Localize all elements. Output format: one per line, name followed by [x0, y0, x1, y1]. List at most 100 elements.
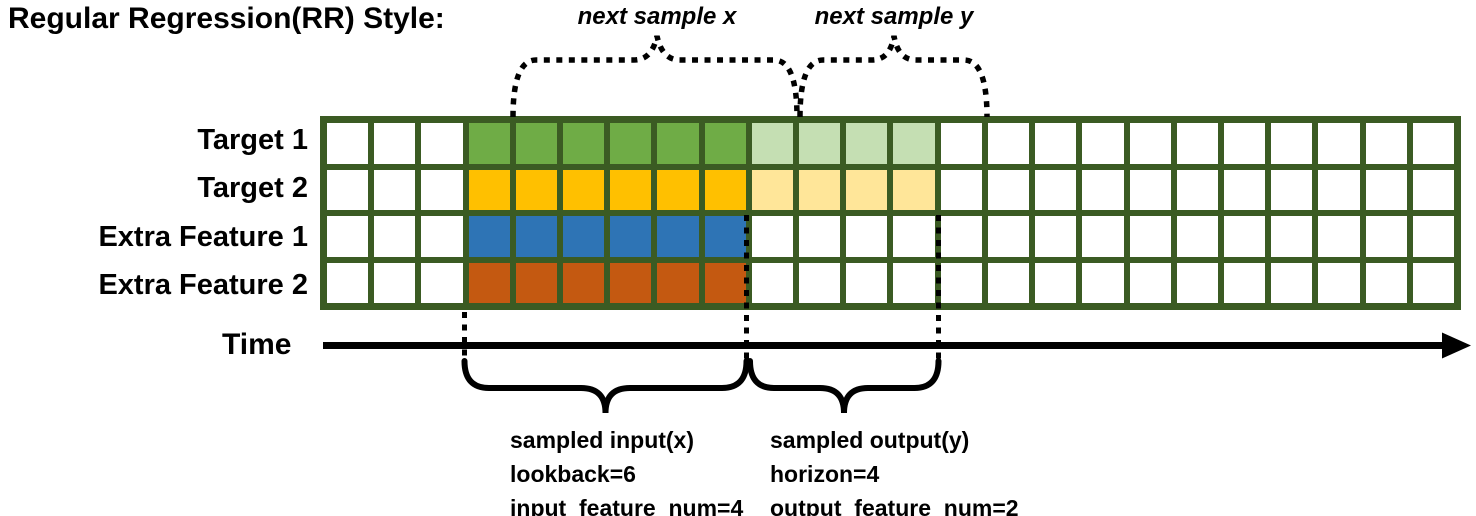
grid-cell [704, 216, 746, 257]
grid-cell [751, 123, 794, 164]
input-feature-num-line: input_feature_num=4 [510, 495, 744, 516]
grid-cell [1176, 262, 1218, 303]
grid-cell [940, 169, 982, 210]
sampled-input-annotation: sampled input(x) lookback=6 input_featur… [510, 423, 743, 516]
next-sample-y-brace [797, 35, 990, 118]
grid-cell [1271, 123, 1313, 164]
grid-cell [657, 262, 699, 303]
sampled-input-line: sampled input(x) [510, 427, 695, 453]
grid-cell [940, 123, 982, 164]
grid-cell [751, 169, 794, 210]
grid-cell [515, 216, 558, 257]
grid-cell [1082, 123, 1124, 164]
grid-cell [987, 169, 1030, 210]
grid-cell [421, 123, 463, 164]
grid-cell [1271, 169, 1313, 210]
grid-cell [846, 123, 888, 164]
grid-cell [1223, 216, 1266, 257]
grid-cell [515, 169, 558, 210]
time-axis-arrowhead [1442, 332, 1471, 359]
grid-cell [657, 216, 699, 257]
grid-cell [468, 216, 510, 257]
grid-cell [846, 169, 888, 210]
grid-cell [799, 216, 841, 257]
next-sample-x-label: next sample x [577, 3, 737, 30]
grid-cell [563, 123, 605, 164]
grid-cell [468, 123, 510, 164]
grid-cell [799, 262, 841, 303]
sampled-output-annotation: sampled output(y) horizon=4 output_featu… [770, 423, 1019, 516]
diagram-title: Regular Regression(RR) Style: [8, 2, 445, 35]
grid-cell [846, 262, 888, 303]
grid-cell [1271, 262, 1313, 303]
grid-cell [610, 216, 652, 257]
grid-cell [610, 262, 652, 303]
sampled-output-brace [747, 358, 942, 414]
grid-cell [421, 262, 463, 303]
time-axis-label: Time [222, 328, 292, 361]
grid-cell [1176, 123, 1218, 164]
grid-cell [1318, 123, 1360, 164]
row-label-target-2: Target 2 [197, 172, 308, 205]
grid-cell [1318, 169, 1360, 210]
grid-cell [1035, 216, 1077, 257]
grid-cell [1365, 123, 1407, 164]
grid-cell [1318, 262, 1360, 303]
grid-cell [563, 169, 605, 210]
grid-cell [1223, 262, 1266, 303]
grid-cell [515, 262, 558, 303]
grid-cell [987, 216, 1030, 257]
grid-cell [704, 169, 746, 210]
lookback-line: lookback=6 [510, 461, 636, 487]
sample-grid [320, 116, 1461, 310]
row-label-extra-feature-2: Extra Feature 2 [98, 269, 308, 302]
grid-cell [1271, 216, 1313, 257]
grid-cell [1129, 123, 1171, 164]
grid-cell [657, 123, 699, 164]
grid-cell [327, 262, 369, 303]
grid-cell [893, 262, 935, 303]
grid-cell [1365, 216, 1407, 257]
grid-cell [1412, 123, 1454, 164]
grid-cell [1223, 123, 1266, 164]
grid-cell [610, 169, 652, 210]
grid-cell [1365, 169, 1407, 210]
grid-cell [657, 169, 699, 210]
grid-cell [1365, 262, 1407, 303]
grid-cell [1318, 216, 1360, 257]
grid-cell [1035, 262, 1077, 303]
sampled-input-brace [461, 358, 750, 414]
grid-cell [1035, 123, 1077, 164]
grid-cell [563, 262, 605, 303]
row-label-extra-feature-1: Extra Feature 1 [98, 220, 308, 253]
grid-cell [940, 262, 982, 303]
grid-cell [751, 262, 794, 303]
grid-cell [1176, 216, 1218, 257]
grid-cell [563, 216, 605, 257]
grid-cell [374, 262, 416, 303]
output-feature-num-line: output_feature_num=2 [770, 495, 1019, 516]
grid-cell [1082, 216, 1124, 257]
grid-cell [327, 169, 369, 210]
grid-cell [893, 216, 935, 257]
grid-cell [1129, 216, 1171, 257]
horizon-line: horizon=4 [770, 461, 880, 487]
grid-cell [374, 169, 416, 210]
next-sample-x-brace [510, 35, 800, 118]
grid-cell [468, 262, 510, 303]
grid-cell [1082, 262, 1124, 303]
grid-cell [610, 123, 652, 164]
grid-cell [327, 216, 369, 257]
grid-cell [1035, 169, 1077, 210]
grid-cell [893, 123, 935, 164]
grid-cell [1412, 169, 1454, 210]
grid-cell [1223, 169, 1266, 210]
grid-cell [704, 262, 746, 303]
grid-cell [893, 169, 935, 210]
row-labels: Target 1 Target 2 Extra Feature 1 Extra … [0, 116, 308, 310]
grid-cell [374, 123, 416, 164]
grid-cell [374, 216, 416, 257]
grid-cell [799, 169, 841, 210]
grid-cell [940, 216, 982, 257]
